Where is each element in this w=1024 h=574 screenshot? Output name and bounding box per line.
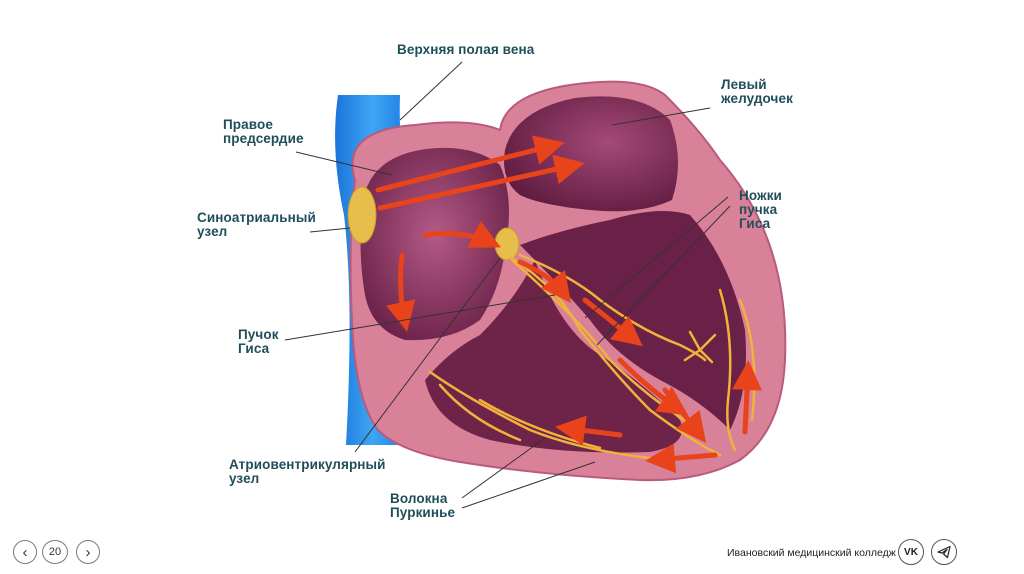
label-bundle-of-his: Пучок Гиса <box>238 327 279 356</box>
label-left-ventricle: Левый желудочек <box>721 77 793 106</box>
next-button[interactable]: › <box>76 540 100 564</box>
page-number: 20 <box>42 540 68 564</box>
right-atrium-chamber <box>360 147 509 341</box>
impulse-arrows <box>375 135 763 474</box>
telegram-button[interactable] <box>931 539 957 565</box>
chevron-left-icon: ‹ <box>22 543 28 561</box>
vk-button[interactable]: VK <box>898 539 924 565</box>
label-sa-node: Синоатриальный узел <box>197 210 316 239</box>
chevron-right-icon: › <box>85 543 91 561</box>
sa-node <box>347 186 377 244</box>
vk-icon: VK <box>904 546 918 558</box>
av-node <box>494 227 520 261</box>
label-bundle-branches: Ножки пучка Гиса <box>739 188 782 231</box>
label-av-node: Атриовентрикулярный узел <box>229 457 386 486</box>
telegram-icon <box>937 545 951 559</box>
left-ventricle-chamber <box>504 96 679 212</box>
footer: ‹ 20 › Ивановский медицинский колледж VK <box>0 535 1024 574</box>
college-name: Ивановский медицинский колледж <box>727 547 896 559</box>
label-superior-vena-cava: Верхняя полая вена <box>397 42 535 57</box>
label-purkinje-fibers: Волокна Пуркинье <box>390 491 456 520</box>
leader-lines <box>284 61 731 509</box>
label-right-atrium: Правое предсердие <box>223 117 304 146</box>
heart-conduction-diagram <box>284 61 787 509</box>
prev-button[interactable]: ‹ <box>13 540 37 564</box>
